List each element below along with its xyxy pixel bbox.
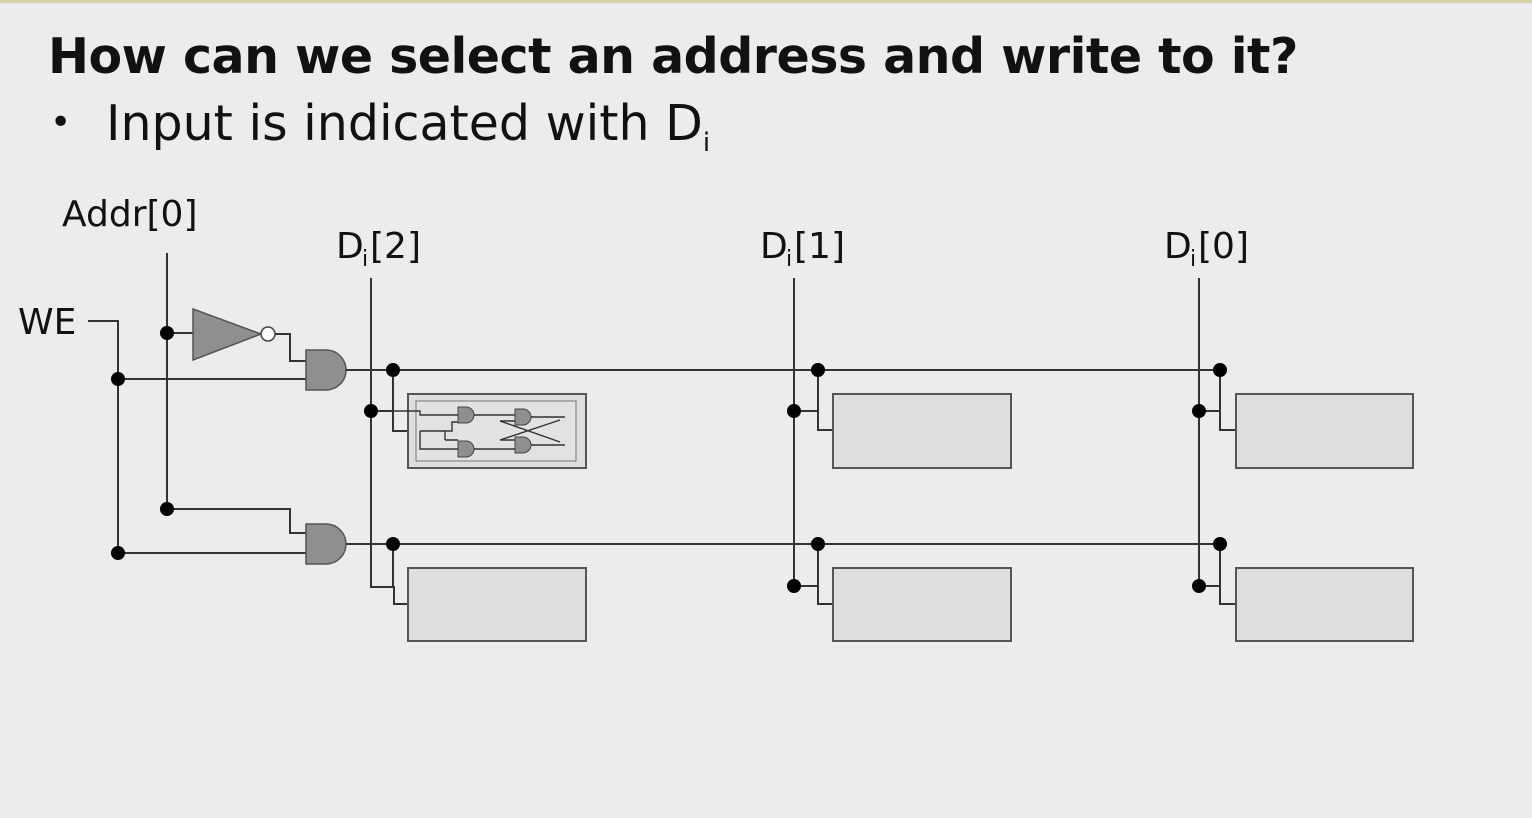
bullet-dot-icon: • [50,102,72,143]
addr-wire [160,253,306,534]
addr-label: Addr[0] [62,194,198,235]
svg-text:i: i [1190,247,1196,272]
data-column-wire-1 [793,278,833,605]
data-input-label-0: D i [0] [1164,226,1249,272]
slide-title: How can we select an address and write t… [48,28,1298,85]
svg-text:i: i [786,247,792,272]
top-rule [0,0,1532,3]
data-input-label-1: D i [1] [760,226,845,272]
and-gate-bottom-icon [305,523,1220,565]
memory-cell-r1-c0 [1235,567,1414,642]
svg-text:D: D [760,226,788,267]
memory-cell-r0-c0 [1235,393,1414,469]
inverter-gate-icon [192,307,306,362]
memory-cell-r1-c1 [832,567,1012,642]
data-column-wire-2 [370,278,408,605]
memory-cell-r1-c2 [407,567,587,642]
memory-cell-r0-c2 [394,393,587,469]
data-column-wire-0 [1198,278,1236,605]
we-label: WE [18,302,76,343]
bullet-text: Input is indicated with D [106,95,703,152]
svg-text:[2]: [2] [370,226,421,267]
svg-text:D: D [336,226,364,267]
svg-text:[1]: [1] [794,226,845,267]
data-input-label-2: D i [2] [336,226,421,272]
svg-text:[0]: [0] [1198,226,1249,267]
bullet-subscript: i [702,127,711,158]
and-gate-top-icon [305,349,1220,391]
svg-text:i: i [362,247,368,272]
bullet-item: • Input is indicated with Di [50,95,710,158]
memory-cell-r0-c1 [832,393,1012,469]
junction-dots [364,363,1227,593]
svg-text:D: D [1164,226,1192,267]
we-wire [88,320,306,560]
d-latch-icon [394,400,577,462]
